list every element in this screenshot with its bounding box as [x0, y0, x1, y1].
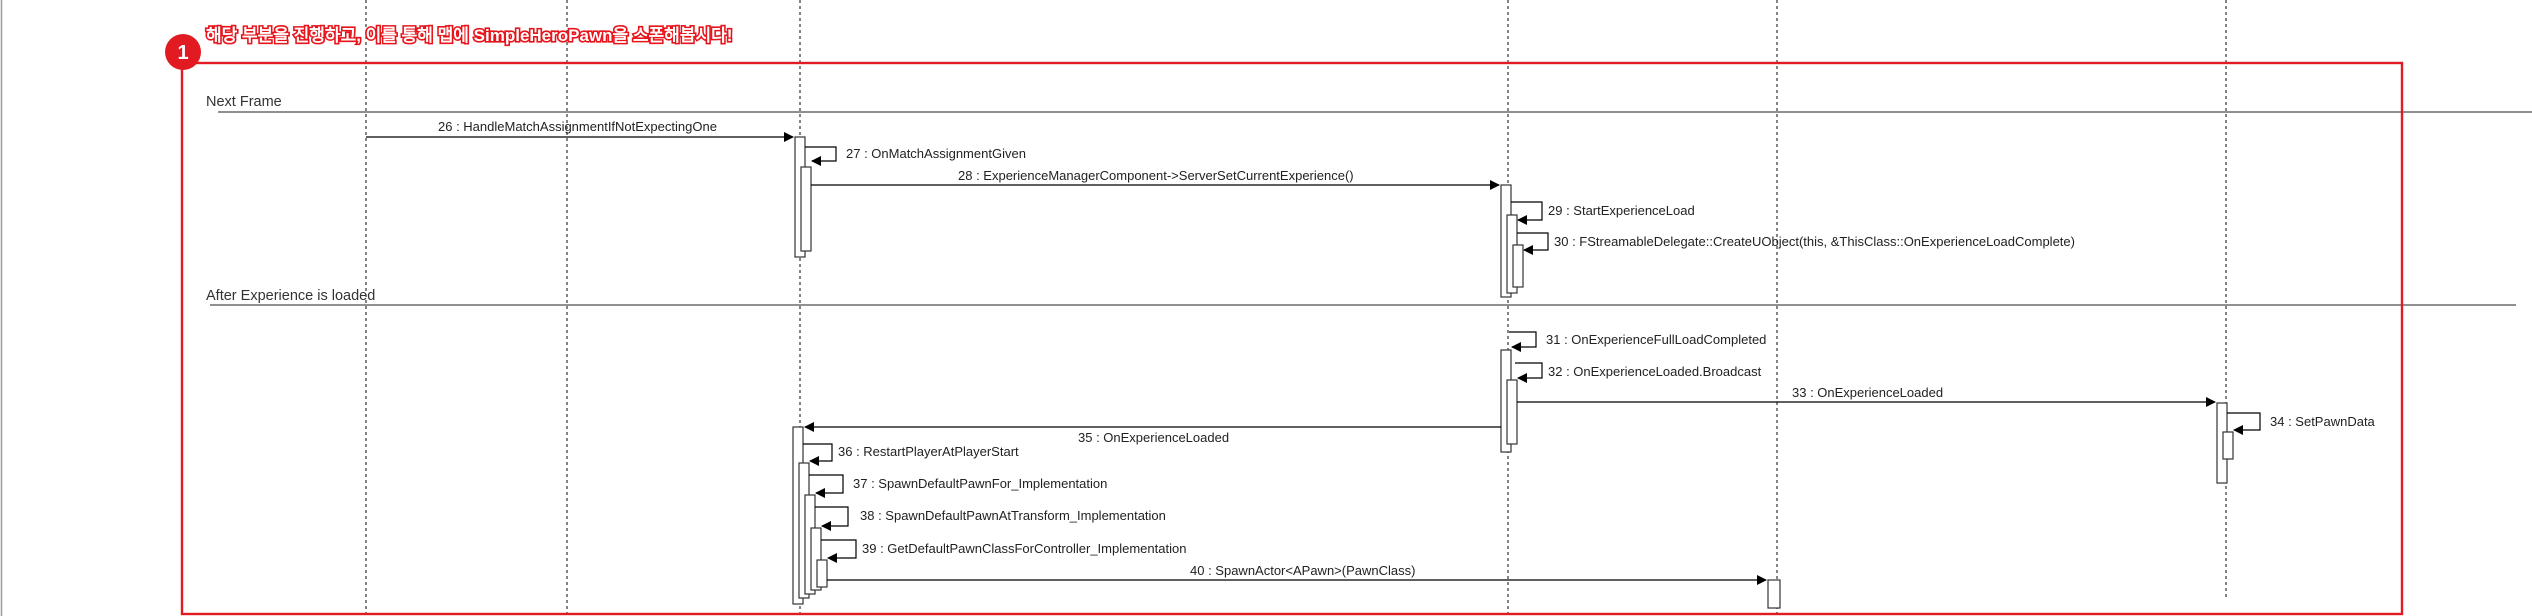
activation-bar [1767, 579, 1781, 609]
message-label-30: 30 : FStreamableDelegate::CreateUObject(… [1554, 234, 2075, 249]
message-arrow-31 [1509, 331, 1537, 352]
message-label-27: 27 : OnMatchAssignmentGiven [846, 146, 1026, 161]
message-label-26: 26 : HandleMatchAssignmentIfNotExpecting… [438, 119, 717, 134]
message-arrow-27 [805, 146, 837, 166]
message-label-32: 32 : OnExperienceLoaded.Broadcast [1548, 364, 1762, 379]
activation-bar [816, 559, 828, 588]
message-arrow-38 [815, 506, 849, 531]
activation-bar [800, 166, 812, 252]
message-label-40: 40 : SpawnActor<APawn>(PawnClass) [1190, 563, 1415, 578]
message-label-28: 28 : ExperienceManagerComponent->ServerS… [958, 168, 1354, 183]
message-label-36: 36 : RestartPlayerAtPlayerStart [838, 444, 1019, 459]
message-label-37: 37 : SpawnDefaultPawnFor_Implementation [853, 476, 1107, 491]
section-label-after-loaded: After Experience is loaded [206, 288, 375, 304]
highlight-box [180, 61, 2404, 616]
activation-bar [2222, 431, 2234, 460]
activation-bar [810, 527, 822, 591]
message-label-39: 39 : GetDefaultPawnClassForController_Im… [862, 541, 1186, 556]
message-arrow-32 [1515, 362, 1543, 383]
activation-bar [1506, 379, 1518, 445]
message-labels: 26 : HandleMatchAssignmentIfNotExpecting… [438, 119, 2376, 578]
message-label-33: 33 : OnExperienceLoaded [1792, 385, 1943, 400]
message-label-29: 29 : StartExperienceLoad [1548, 203, 1695, 218]
activation-bar [1512, 244, 1524, 288]
lifelines [365, 0, 2227, 616]
activation-bars [792, 136, 2234, 609]
message-arrow-30 [1517, 232, 1549, 255]
message-label-34: 34 : SetPawnData [2270, 414, 2376, 429]
message-label-35: 35 : OnExperienceLoaded [1078, 430, 1229, 445]
annotation-badge: 1 [165, 34, 201, 70]
section-label-next-frame: Next Frame [206, 94, 282, 110]
message-arrow-37 [809, 474, 844, 498]
message-label-38: 38 : SpawnDefaultPawnAtTransform_Impleme… [860, 508, 1166, 523]
badge-circle [165, 34, 201, 70]
message-arrow-34 [2227, 412, 2261, 435]
messages [366, 132, 2261, 585]
badge-number: 1 [177, 42, 188, 64]
message-arrow-29 [1511, 201, 1543, 225]
message-arrow-39 [821, 539, 857, 563]
annotation-text: 해당 부분을 진행하고, 이를 통해 맵에 SimpleHeroPawn을 스폰… [206, 26, 732, 45]
message-arrow-36 [803, 443, 833, 466]
message-label-31: 31 : OnExperienceFullLoadCompleted [1546, 332, 1766, 347]
